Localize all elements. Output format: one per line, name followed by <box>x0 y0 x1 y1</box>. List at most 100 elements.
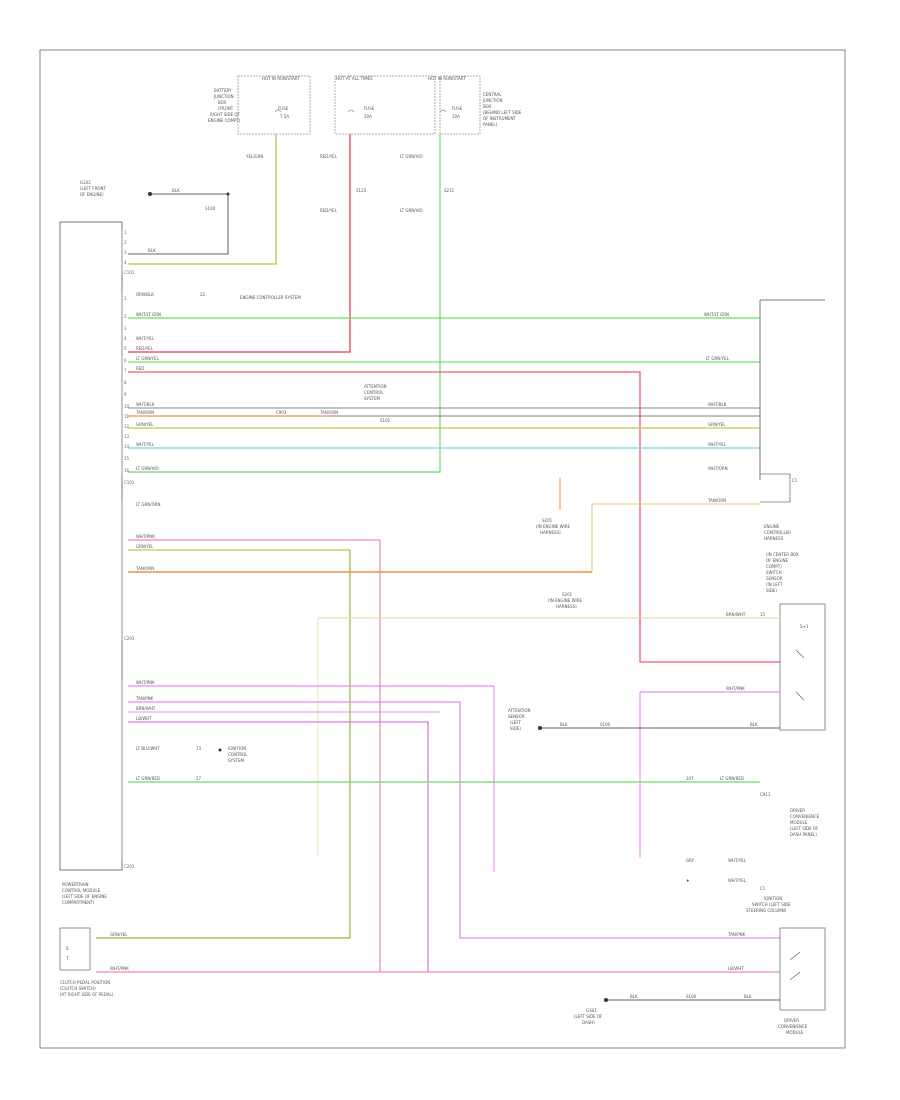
hot-box-right: HOT IN RUN/START FUSE 10A CENTRAL JUNCTI… <box>428 75 522 135</box>
svg-text:WHT/LT GRN: WHT/LT GRN <box>136 312 161 317</box>
svg-text:27: 27 <box>196 776 202 781</box>
svg-text:WHT/YEL: WHT/YEL <box>728 858 747 863</box>
svg-text:LT GRN/RED: LT GRN/RED <box>720 776 744 781</box>
svg-text:HARNESS: HARNESS <box>764 536 784 541</box>
right-upper-module <box>759 299 825 480</box>
svg-text:CONTROL: CONTROL <box>364 390 384 395</box>
svg-text:3: 3 <box>124 326 127 331</box>
svg-text:C911: C911 <box>760 792 771 797</box>
svg-text:WHT/YEL: WHT/YEL <box>136 442 155 447</box>
svg-text:LT GRN/ORN: LT GRN/ORN <box>136 502 161 507</box>
svg-text:(LEFT FRONT: (LEFT FRONT <box>80 186 106 191</box>
svg-text:S201: S201 <box>542 518 553 523</box>
svg-text:S100: S100 <box>600 722 611 727</box>
svg-text:PANEL): PANEL) <box>483 122 498 127</box>
svg-text:JUNCTION: JUNCTION <box>213 94 234 99</box>
svg-text:BOX: BOX <box>218 100 227 105</box>
svg-text:(CLUTCH SWITCH): (CLUTCH SWITCH) <box>60 986 96 991</box>
svg-text:C201: C201 <box>124 864 135 869</box>
svg-text:CENTRAL: CENTRAL <box>483 92 502 97</box>
svg-text:WHT/YEL: WHT/YEL <box>728 878 747 883</box>
svg-text:DRIVER: DRIVER <box>784 1018 799 1023</box>
svg-text:10A: 10A <box>452 114 460 119</box>
svg-text:1: 1 <box>124 230 127 235</box>
svg-text:SWITCH: SWITCH <box>766 570 782 575</box>
svg-text:C1: C1 <box>760 886 766 891</box>
svg-text:G301: G301 <box>586 1008 597 1013</box>
svg-text:JUNCTION: JUNCTION <box>482 98 503 103</box>
svg-text:S100: S100 <box>205 206 216 211</box>
svg-text:BATTERY: BATTERY <box>214 88 232 93</box>
svg-text:4: 4 <box>124 336 127 341</box>
svg-text:12: 12 <box>124 424 130 429</box>
pcm-connector-box <box>59 221 123 871</box>
svg-text:5: 5 <box>124 346 127 351</box>
hot-box-center: HOT AT ALL TIMES FUSE 20A <box>334 75 436 135</box>
wire-yellow-green <box>128 134 277 265</box>
svg-text:11: 11 <box>124 414 130 419</box>
svg-text:MODULE: MODULE <box>786 1030 804 1035</box>
svg-text:SYSTEM: SYSTEM <box>364 396 380 401</box>
svg-text:BLK: BLK <box>172 188 180 193</box>
svg-text:(AT RIGHT SIDE OF PEDAL): (AT RIGHT SIDE OF PEDAL) <box>60 992 114 997</box>
svg-text:ATTENTION: ATTENTION <box>364 384 387 389</box>
svg-text:WHT/PNK: WHT/PNK <box>110 966 129 971</box>
svg-text:SWITCH (LEFT SIDE: SWITCH (LEFT SIDE <box>752 902 791 907</box>
svg-text:LT GRN/VIO: LT GRN/VIO <box>400 208 423 213</box>
svg-text:(IN LEFT: (IN LEFT <box>766 582 783 587</box>
svg-text:73: 73 <box>196 746 202 751</box>
svg-text:(LEFT SIDE OF: (LEFT SIDE OF <box>574 1014 603 1019</box>
svg-text:C1: C1 <box>792 478 798 483</box>
svg-text:TAN/ORN: TAN/ORN <box>135 410 154 415</box>
svg-text:13: 13 <box>124 434 130 439</box>
right-bracket <box>760 473 791 503</box>
svg-text:RED: RED <box>136 366 144 371</box>
svg-text:T: T <box>65 956 69 961</box>
svg-text:BLK: BLK <box>148 248 156 253</box>
svg-text:C201: C201 <box>124 636 135 641</box>
svg-text:CONVENIENCE: CONVENIENCE <box>790 814 820 819</box>
svg-text:TAN/PNK: TAN/PNK <box>727 932 746 937</box>
svg-text:WHT/PNK: WHT/PNK <box>136 534 155 539</box>
svg-text:TAN/ORN: TAN/ORN <box>319 410 338 415</box>
ground-top-symbol: G102 (LEFT FRONT OF ENGINE) BLK S100 <box>80 180 230 211</box>
svg-text:LB/WHT: LB/WHT <box>136 716 152 721</box>
svg-text:FUSE: FUSE <box>364 106 375 111</box>
svg-text:♦: ♦ <box>686 878 690 883</box>
wire-black-ground <box>128 194 229 255</box>
svg-text:2: 2 <box>124 314 127 319</box>
svg-text:3: 3 <box>124 250 127 255</box>
svg-text:LT GRN/YEL: LT GRN/YEL <box>706 356 730 361</box>
svg-text:(BEHIND LEFT SIDE: (BEHIND LEFT SIDE <box>483 110 522 115</box>
bottom-right-switch-box <box>779 927 826 1011</box>
svg-text:IGNITION: IGNITION <box>228 746 246 751</box>
wire-pink-down <box>379 540 780 973</box>
svg-text:15: 15 <box>124 456 130 461</box>
wire-magenta-3 <box>128 701 780 939</box>
wire-red-to-switch <box>128 371 780 663</box>
svg-text:FUSE: FUSE <box>278 106 289 111</box>
svg-text:15: 15 <box>760 612 766 617</box>
svg-text:ENGINE COMPT): ENGINE COMPT) <box>208 118 241 123</box>
svg-text:BLK: BLK <box>630 994 638 999</box>
svg-text:STEERING COLUMN): STEERING COLUMN) <box>746 908 787 913</box>
svg-text:HOT AT ALL TIMES: HOT AT ALL TIMES <box>336 76 373 81</box>
svg-text:(LEFT SIDE OF: (LEFT SIDE OF <box>790 826 819 831</box>
svg-text:9: 9 <box>124 392 127 397</box>
diagram-border <box>39 49 846 1049</box>
svg-text:(LEFT: (LEFT <box>510 720 522 725</box>
svg-text:HARNESS): HARNESS) <box>556 604 577 609</box>
svg-text:ATTENTION: ATTENTION <box>508 708 531 713</box>
svg-text:7.5A: 7.5A <box>280 114 289 119</box>
svg-text:GRN/YEL: GRN/YEL <box>136 422 154 427</box>
svg-text:WHT/YEL: WHT/YEL <box>136 336 155 341</box>
svg-text:LT BLU/WHT: LT BLU/WHT <box>136 746 160 751</box>
svg-text:COMPT): COMPT) <box>766 564 782 569</box>
svg-text:SIDE): SIDE) <box>510 726 521 731</box>
svg-text:WHT/PNK: WHT/PNK <box>136 680 155 685</box>
svg-text:2: 2 <box>124 240 127 245</box>
hot-box-left: HOT IN RUN/START BATTERY JUNCTION BOX (F… <box>208 75 311 135</box>
svg-text:BRN/WHT: BRN/WHT <box>136 706 156 711</box>
svg-text:IGNITION: IGNITION <box>764 896 782 901</box>
